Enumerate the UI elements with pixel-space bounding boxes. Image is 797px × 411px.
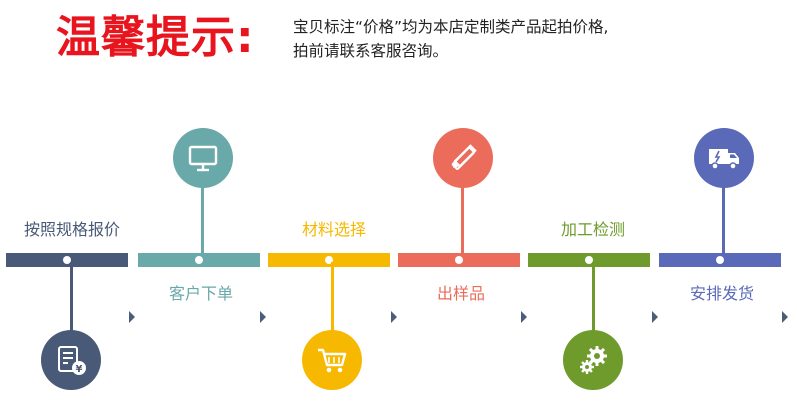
step-label: 客户下单 <box>168 284 233 303</box>
connector-line <box>331 262 334 338</box>
step-icon-circle <box>433 128 493 188</box>
shopping-cart-icon <box>318 348 347 373</box>
step-label: 加工检测 <box>560 220 625 239</box>
delivery-truck-icon <box>709 149 739 170</box>
step-label: 安排发货 <box>689 284 754 303</box>
arrow-right-icon <box>652 311 658 323</box>
step-icon-circle: ¥ <box>41 330 101 390</box>
step-label: 按照规格报价 <box>23 220 120 239</box>
svg-text:¥: ¥ <box>76 364 83 375</box>
price-sheet-icon: ¥ <box>58 346 86 375</box>
page-title: 温馨提示: <box>56 12 255 63</box>
connector-line <box>201 186 204 256</box>
step-label: 材料选择 <box>301 220 366 239</box>
timeline-bar <box>268 253 390 267</box>
monitor-icon <box>188 145 218 172</box>
connector-line <box>461 186 464 256</box>
arrow-right-icon <box>521 311 527 323</box>
gears-icon <box>580 346 607 374</box>
arrow-right-icon <box>391 311 397 323</box>
notice-line-2: 拍前请联系客服咨询。 <box>293 42 449 60</box>
timeline-bar <box>659 253 781 267</box>
step-icon-circle <box>563 330 623 390</box>
step-icon-circle <box>694 128 754 188</box>
arrow-right-icon <box>260 311 266 323</box>
timeline-bar <box>398 253 520 267</box>
arrow-right-icon <box>782 311 788 323</box>
timeline-bar <box>528 253 650 267</box>
timeline-bar <box>138 253 260 267</box>
connector-line <box>70 262 73 338</box>
connector-line <box>722 186 725 256</box>
connector-line <box>592 262 595 338</box>
header: 温馨提示: 宝贝标注“价格”均为本店定制类产品起拍价格, 拍前请联系客服咨询。 <box>0 0 797 80</box>
notice-line-1: 宝贝标注“价格”均为本店定制类产品起拍价格, <box>293 18 609 36</box>
step-icon-circle <box>173 128 233 188</box>
step-icon-circle <box>302 330 362 390</box>
timeline-bar <box>6 253 128 267</box>
ruler-pencil-icon <box>451 144 477 170</box>
step-label: 出样品 <box>436 284 485 303</box>
arrow-right-icon <box>129 311 135 323</box>
